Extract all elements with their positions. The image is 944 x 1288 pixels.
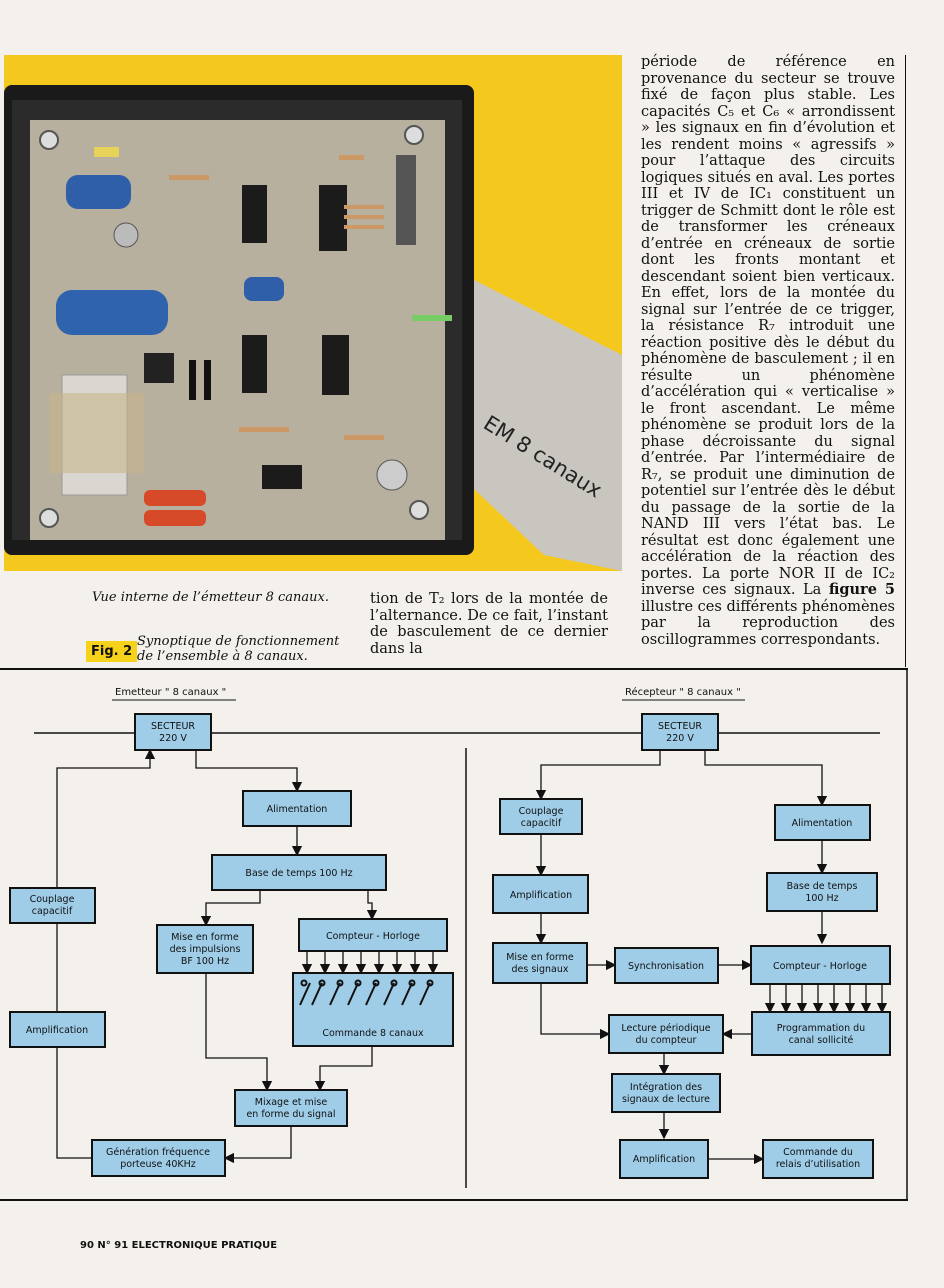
dip-switch-icon <box>299 979 434 1006</box>
receiver-compteur-block: Compteur - Horloge <box>773 961 867 972</box>
column3-text-before: période de référence en provenance du se… <box>641 54 895 598</box>
receiver-title: Récepteur " 8 canaux " <box>625 686 741 698</box>
emitter-amplification-block: Amplification <box>26 1025 88 1036</box>
body-text-column-2: tion de T₂ lors de la montée de l’altern… <box>370 591 608 657</box>
figure-label: Fig. 2 <box>86 641 138 662</box>
receiver-amplification-block: Amplification <box>510 890 572 901</box>
emitter-base-temps-block: Base de temps 100 Hz <box>245 868 352 879</box>
emitter-title: Emetteur " 8 canaux " <box>115 687 226 698</box>
emitter-commande-block: Commande 8 canaux <box>322 1028 424 1039</box>
column-rule <box>905 55 906 667</box>
receiver-synchronisation-block: Synchronisation <box>628 961 704 972</box>
receiver-amplification2-block: Amplification <box>633 1154 695 1165</box>
page-footer: 90 N° 91 ELECTRONIQUE PRATIQUE <box>80 1240 278 1251</box>
block-diagram: Emetteur " 8 canaux " Récepteur " 8 cana… <box>0 668 944 1212</box>
transmitter-photo: EM 8 canaux <box>4 55 622 571</box>
emitter-alimentation-block: Alimentation <box>267 804 328 815</box>
figure-reference: figure 5 <box>828 581 896 598</box>
body-text-column-3: période de référence en provenance du se… <box>641 54 895 648</box>
column3-text-after: illustre ces différents phénomènes par l… <box>641 598 895 648</box>
figure-caption: Synoptique de fonctionnement de l’ensemb… <box>137 634 340 664</box>
photo-caption: Vue interne de l’émetteur 8 canaux. <box>92 590 330 605</box>
emitter-compteur-block: Compteur - Horloge <box>326 931 420 942</box>
receiver-alimentation-block: Alimentation <box>792 818 853 829</box>
